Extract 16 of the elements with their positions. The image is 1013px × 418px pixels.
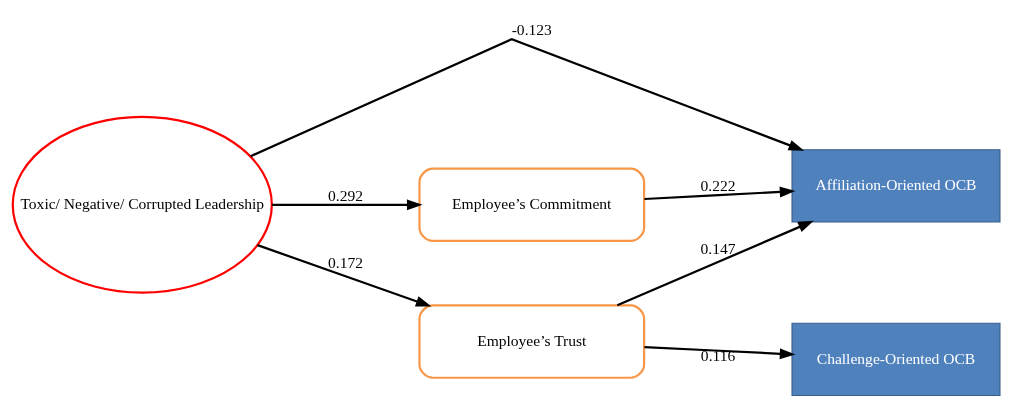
node-box: Employee’s Commitment: [418, 167, 646, 243]
edge-label: 0.222: [700, 176, 736, 194]
node-box: Affiliation-Oriented OCB: [791, 149, 1001, 223]
arrow: [644, 186, 796, 201]
edge-label: 0.292: [328, 186, 364, 204]
edge-label: 0.147: [700, 239, 736, 257]
edge-label: -0.123: [511, 20, 552, 38]
arrow: [616, 220, 814, 307]
arrow: [644, 346, 796, 360]
node-box: Employee’s Trust: [418, 304, 646, 379]
node-ellipse: Toxic/ Negative/ Corrupted Leadership: [11, 115, 273, 294]
arrow: [257, 244, 432, 307]
arrow: [250, 38, 805, 158]
node-box: Challenge-Oriented OCB: [791, 322, 1001, 397]
edge-label: 0.172: [328, 254, 364, 272]
arrow: [271, 199, 423, 211]
